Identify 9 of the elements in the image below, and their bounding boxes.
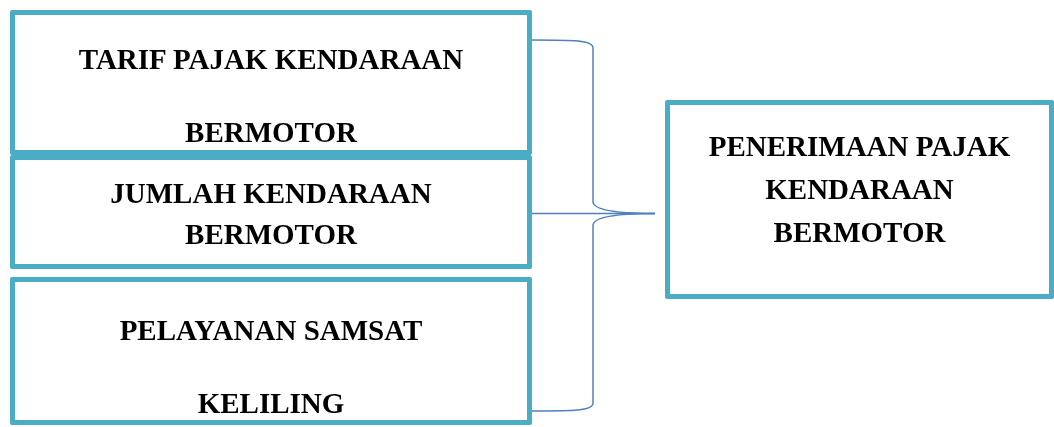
box-label: JUMLAH KENDARAAN BERMOTOR — [109, 176, 433, 252]
text-box — [665, 100, 1054, 299]
box-label: PENERIMAAN PAJAK KENDARAAN BERMOTOR — [707, 129, 1012, 250]
box-label: TARIF PAJAK KENDARAAN BERMOTOR — [77, 42, 465, 150]
text-box — [10, 155, 532, 269]
box-label: PELAYANAN SAMSAT KELILING — [118, 313, 424, 421]
brace-connector — [531, 212, 656, 412]
text-box — [10, 277, 532, 425]
text-box — [10, 10, 532, 155]
